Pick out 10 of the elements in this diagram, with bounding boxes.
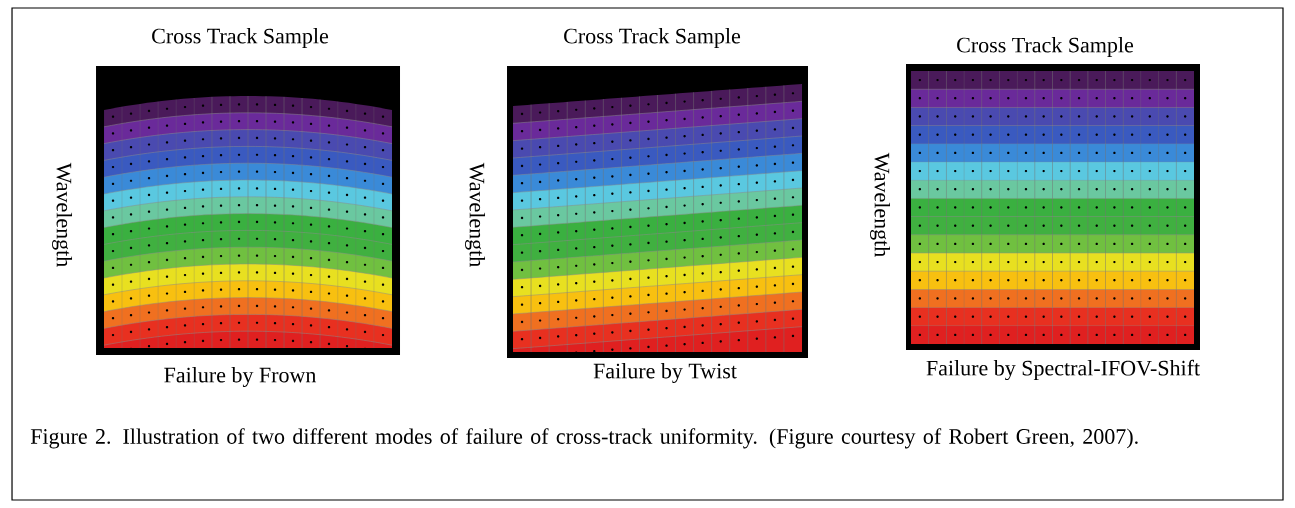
figure-caption: Figure 2. Illustration of two different modes of failure of cross-track uniformity. (Figure courtesy of Robert Green, 2007).: [30, 428, 1138, 449]
axis-label: Wavelength: [465, 162, 485, 267]
panel-caption: Failure by Twist: [593, 363, 737, 383]
panel-caption: Failure by Spectral-IFOV-Shift: [926, 359, 1200, 381]
axis-title: Cross Track Sample: [152, 28, 329, 48]
axis-title: Cross Track Sample: [957, 37, 1134, 57]
axis-label: Wavelength: [52, 162, 72, 267]
panel-caption: Failure by Frown: [164, 367, 317, 387]
axis-title: Cross Track Sample: [564, 28, 741, 48]
axis-label: Wavelength: [870, 152, 890, 257]
